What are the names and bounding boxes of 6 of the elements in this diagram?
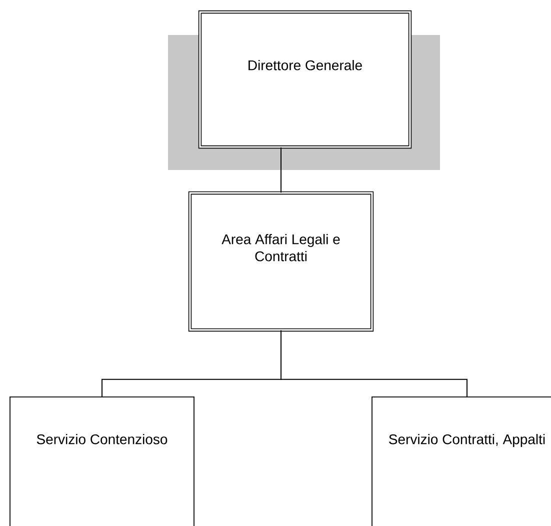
org-box: Servizio Contratti, Appalti: [372, 396, 551, 526]
connector-line: [280, 146, 282, 194]
connector-line: [280, 330, 468, 398]
org-box: Area Affari Legali e Contratti: [188, 191, 374, 332]
org-box: Servizio Contenzioso: [10, 396, 194, 526]
org-box: Direttore Generale: [198, 10, 412, 149]
